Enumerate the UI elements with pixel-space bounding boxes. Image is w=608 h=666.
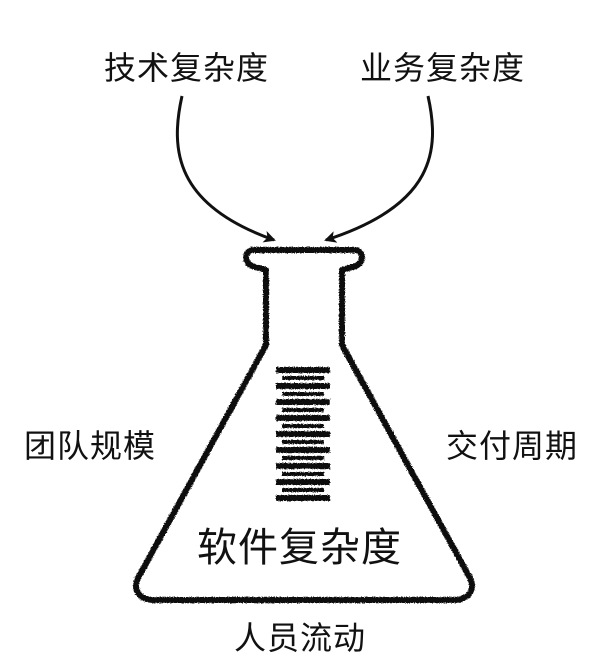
business-complexity-label: 业务复杂度 (360, 49, 526, 87)
arrow-technical-to-flask (175, 95, 276, 243)
measurement-scale (276, 367, 330, 501)
arrow-business-to-flask (324, 95, 434, 243)
flask-icon (133, 247, 475, 603)
technical-complexity-label: 技术复杂度 (104, 49, 270, 87)
team-size-label: 团队规模 (24, 427, 157, 465)
delivery-cycle-label: 交付周期 (446, 427, 579, 465)
staff-turnover-label: 人员流动 (234, 619, 367, 657)
software-complexity-label: 软件复杂度 (197, 525, 402, 571)
